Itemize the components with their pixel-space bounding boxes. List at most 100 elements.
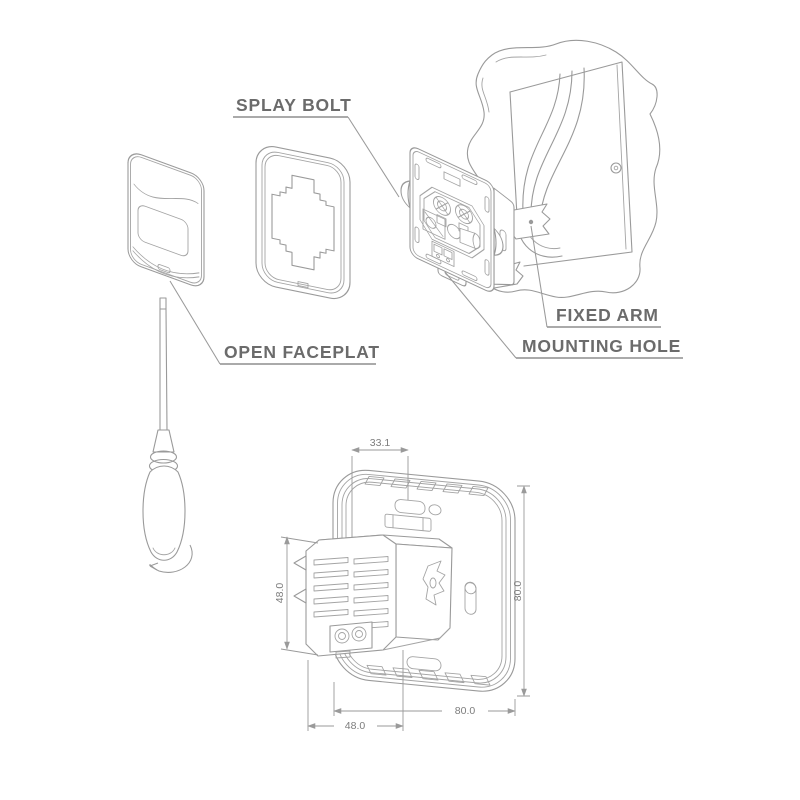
rear-housing-box xyxy=(293,534,453,659)
box-screw-hole-center xyxy=(613,165,619,171)
terminal-screw-left xyxy=(433,196,451,216)
terminal-screw-right-cross xyxy=(457,204,471,224)
dim-left-height-value: 48.0 xyxy=(274,583,286,604)
plate-slot-top-1 xyxy=(425,157,442,169)
faceplate-bottom-lip-edge xyxy=(132,250,200,279)
mechanism-housing xyxy=(493,187,515,286)
twist-arrow xyxy=(149,544,193,573)
box-screw-hole xyxy=(610,162,622,174)
terminal-contact-left xyxy=(436,214,447,228)
faceplate-outline xyxy=(127,153,205,287)
fixed-arm-leader xyxy=(530,225,548,328)
dimension-right-height: 80.0 xyxy=(512,485,530,697)
terminal-block xyxy=(431,240,455,268)
box-claw-right-hole xyxy=(429,577,437,589)
twist-arrow-head xyxy=(149,562,159,571)
rear-plate-bottom-slot xyxy=(406,656,442,672)
plate-slot-left-bottom xyxy=(414,226,420,243)
wall-opening xyxy=(509,61,633,267)
wall-box-drawing xyxy=(466,39,661,299)
box-claw-right xyxy=(422,560,446,606)
terminal-block-hole-2 xyxy=(446,258,450,263)
wall-echo-line-top xyxy=(495,54,547,63)
box-terminal-screw-1 xyxy=(334,628,350,644)
screwdriver-ferrule-top xyxy=(149,450,178,464)
faceplate-rocker-window xyxy=(137,205,189,257)
box-terminal-tab xyxy=(335,650,351,659)
frame-rim-outer xyxy=(261,151,345,294)
rear-plate-top-bump xyxy=(428,504,442,516)
terminal-screw-right xyxy=(455,204,473,225)
terminal-block-port-2 xyxy=(443,248,453,261)
terminal-screw-left-head xyxy=(437,200,447,212)
wall-opening-left-edge xyxy=(509,91,518,217)
box-louvers-column-2 xyxy=(353,556,389,630)
box-terminal-screw-1-head xyxy=(338,632,346,640)
box-right-face xyxy=(395,543,453,641)
terminal-block-hole-1 xyxy=(436,253,440,259)
trim-frame-drawing xyxy=(255,146,351,300)
frame-cross-cutout xyxy=(271,174,335,271)
plate-slot-right-bottom xyxy=(484,259,490,276)
dimension-view-drawing: 33.1 48.0 80.0 80.0 48.0 xyxy=(274,437,530,732)
box-louvers-column-1 xyxy=(313,557,349,618)
dim-bottom-inner-value: 48.0 xyxy=(345,720,366,732)
mechanism-window-screw xyxy=(425,216,437,229)
rear-plate-keyhole xyxy=(464,581,477,615)
rear-plate-top-slot xyxy=(394,499,426,515)
mechanism-knob-cap xyxy=(472,232,476,249)
mechanism-body-octagon xyxy=(419,186,485,259)
box-claw-left-2 xyxy=(293,588,307,604)
rear-plate-keyhole-top xyxy=(464,582,477,595)
dimension-bottom-outer: 80.0 xyxy=(333,682,516,717)
mechanism-plate-inner xyxy=(412,151,492,289)
dim-top-width-value: 33.1 xyxy=(370,437,391,449)
wall-echo-line-left xyxy=(481,77,490,113)
splay-bolt-claw-right xyxy=(493,227,504,256)
wire-2 xyxy=(530,70,573,217)
faceplate-design-curve xyxy=(133,183,199,204)
box-terminal-screw-2 xyxy=(351,626,367,642)
rear-plate-top-clip xyxy=(384,513,432,532)
screwdriver-taper xyxy=(152,429,175,453)
terminal-screw-right-head xyxy=(459,208,469,220)
plate-slot-right-top xyxy=(484,196,490,213)
plate-top-clip xyxy=(443,171,461,187)
screwdriver-handle-base xyxy=(152,547,176,556)
dimension-bottom-inner: 48.0 xyxy=(307,650,404,732)
mechanism-window-diagonal xyxy=(424,211,444,237)
mounting-hole-leader xyxy=(444,271,517,359)
splay-bolt-leader xyxy=(347,116,400,198)
box-terminal-screw-2-head xyxy=(355,630,363,638)
wire-1 xyxy=(522,73,561,213)
open-faceplate-label: OPEN FACEPLAT xyxy=(224,342,380,362)
switch-mechanism-drawing xyxy=(400,147,515,292)
mounting-hole-label: MOUNTING HOLE xyxy=(522,336,681,356)
terminal-block-port-1 xyxy=(433,243,443,256)
plate-slot-bottom-2 xyxy=(461,270,478,282)
rear-plate-rim-slots-top xyxy=(364,476,489,496)
rear-plate-rim-slots-bottom xyxy=(366,664,491,686)
faceplate-bottom-lip xyxy=(132,246,200,275)
screwdriver-tip xyxy=(159,297,167,310)
faceplate-pry-notch xyxy=(157,264,171,274)
frame-outline xyxy=(255,146,351,300)
dimension-left-height: 48.0 xyxy=(274,536,319,656)
dim-bottom-outer-value: 80.0 xyxy=(455,705,476,717)
plate-slot-top-2 xyxy=(461,174,478,186)
box-claw-left-1 xyxy=(293,555,307,571)
box-bottom-edge xyxy=(382,627,451,651)
splay-bolt-claw-left xyxy=(400,180,411,209)
screwdriver-drawing xyxy=(142,297,193,573)
box-front-face xyxy=(305,534,397,657)
plate-slot-left-top xyxy=(414,163,420,180)
splay-bolt-label: SPLAY BOLT xyxy=(236,95,352,115)
fixed-arm-point xyxy=(528,219,534,225)
faceplate-drawing xyxy=(127,153,205,287)
mechanism-window xyxy=(422,208,446,240)
open-faceplate-leader xyxy=(169,280,221,365)
screwdriver-handle xyxy=(142,465,186,561)
callouts: SPLAY BOLT OPEN FACEPLAT FIXED ARM MOUNT… xyxy=(169,95,683,365)
